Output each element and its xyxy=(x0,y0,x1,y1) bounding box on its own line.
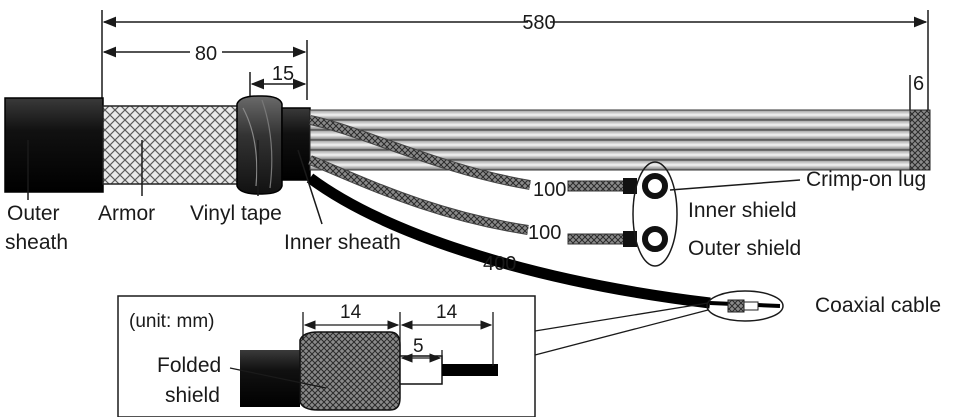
folded-shield xyxy=(299,331,401,411)
detail-folded-1: Folded xyxy=(157,354,221,377)
detail-folded-2: shield xyxy=(165,384,220,407)
crimp-on-lug-icon xyxy=(642,173,668,252)
detail-unit: (unit: mm) xyxy=(129,311,215,332)
detail-dim-c: 5 xyxy=(413,336,424,357)
label-armor: Armor xyxy=(98,202,155,225)
leader-lines xyxy=(27,140,801,225)
detail-inset xyxy=(117,295,709,417)
lug-wires xyxy=(567,178,637,247)
dim-coax-len: 400 xyxy=(483,253,516,275)
dim-end: 6 xyxy=(913,73,924,95)
label-inner-sheath: Inner sheath xyxy=(284,231,401,254)
coax-end xyxy=(727,299,759,313)
dim-inner-shield-len: 100 xyxy=(533,179,566,201)
label-vinyl-tape: Vinyl tape xyxy=(190,202,282,225)
coax-wire xyxy=(306,173,711,309)
label-outer-shield: Outer shield xyxy=(688,237,801,260)
dim-tape: 15 xyxy=(272,63,294,85)
detail-dim-a: 14 xyxy=(340,302,362,323)
label-outer-sheath-1: Outer xyxy=(7,202,60,225)
lug-callout-ellipse xyxy=(632,161,678,267)
conductor-bundle xyxy=(309,109,911,171)
armor-braid xyxy=(102,105,244,185)
inner-sheath xyxy=(281,107,311,181)
dim-total: 580 xyxy=(522,12,555,34)
label-inner-shield: Inner shield xyxy=(688,199,797,222)
label-crimp-on-lug: Crimp-on lug xyxy=(806,168,926,191)
dim-outer-shield-len: 100 xyxy=(528,222,561,244)
coax-callout-ellipse xyxy=(706,290,784,322)
label-outer-sheath-2: sheath xyxy=(5,231,68,254)
detail-dim-b: 14 xyxy=(436,302,458,323)
dim-armor-strip: 80 xyxy=(195,43,217,65)
outer-sheath xyxy=(5,98,103,192)
cable-body xyxy=(4,95,931,309)
label-coaxial-cable: Coaxial cable xyxy=(815,294,941,317)
